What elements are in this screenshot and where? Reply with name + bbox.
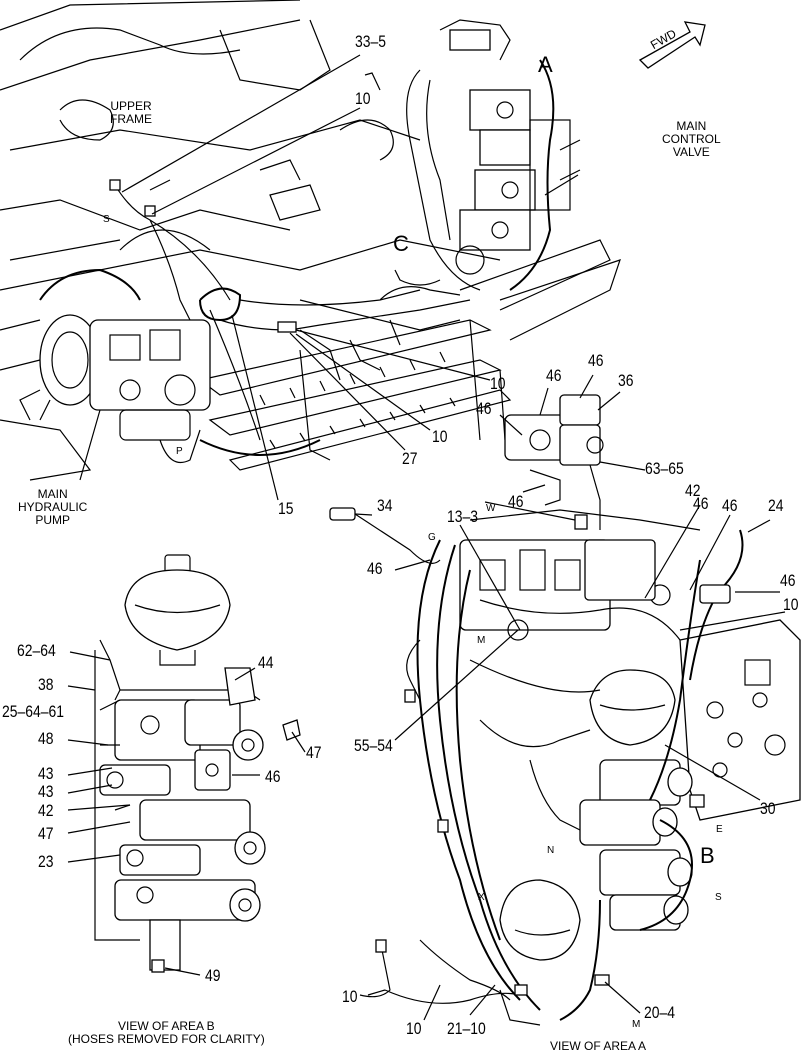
callout: 25–64–61 [2,702,65,721]
callout: 43 [38,764,54,783]
port-letter: S [103,214,110,225]
view-area-b-caption: VIEW OF AREA B (HOSES REMOVED FOR CLARIT… [68,1019,265,1047]
port-letter: W [486,503,496,514]
callout: 23 [38,852,54,871]
callout: 34 [377,496,393,515]
main-control-valve-caption: MAIN CONTROL VALVE [662,119,721,160]
area-b-drawing [94,554,301,973]
callout: 20–4 [644,1003,676,1022]
callout: 46 [265,767,281,786]
port-letter: M [632,1019,641,1030]
leader-lines [67,54,786,1021]
callout: 42 [38,801,54,820]
callout: 10 [342,987,358,1006]
fwd-arrow-icon [638,21,706,69]
callout: 10 [432,427,448,446]
port-letter: X [478,892,485,903]
callout: 24 [768,496,784,515]
main-control-valve-drawing [394,19,581,291]
callout: 47 [306,743,322,762]
main-hydraulic-pump-caption: MAIN HYDRAULIC PUMP [18,487,88,528]
callout: 10 [783,595,799,614]
callout: 46 [508,492,524,511]
callout: 49 [205,966,221,985]
callout: 27 [402,449,418,468]
area-a-drawing [329,394,801,1026]
callout: 21–10 [447,1019,486,1038]
port-letter: E [716,824,723,835]
callout: 13–3 [447,507,479,526]
port-letter: M [477,635,486,646]
area-letter-a: A [538,52,553,77]
port-letter: N [547,845,555,856]
callout: 47 [38,824,54,843]
callout: 46 [780,571,796,590]
callout: 48 [38,729,54,748]
callout: 46 [367,559,383,578]
callout: 63–65 [645,459,684,478]
area-letter-b: B [700,843,715,868]
main-hydraulic-pump-drawing [19,268,321,464]
view-area-a-caption: VIEW OF AREA A [550,1039,647,1053]
callout: 42 [685,481,701,500]
port-letter: G [428,532,436,543]
callout: 55–54 [354,736,393,755]
callout: 46 [693,494,709,513]
callout: 10 [490,374,506,393]
callout: 62–64 [17,641,56,660]
callout: 46 [588,351,604,370]
callout: 10 [406,1019,422,1038]
callout: 30 [760,799,776,818]
callout: 46 [476,399,492,418]
callout: 15 [278,499,294,518]
callout: 46 [546,366,562,385]
callout: 44 [258,653,274,672]
port-letter: P [176,446,183,457]
upper-frame-caption: UPPER FRAME [110,99,152,127]
port-letter: S [715,892,722,903]
main-view-hoses [109,72,471,441]
area-letter-c: C [393,231,409,256]
callout: 36 [618,371,634,390]
callout: 33–5 [355,32,387,51]
callout: 46 [722,496,738,515]
callout: 43 [38,782,54,801]
callout: 10 [355,89,371,108]
upper-frame-drawing [0,0,621,481]
callout: 38 [38,675,54,694]
